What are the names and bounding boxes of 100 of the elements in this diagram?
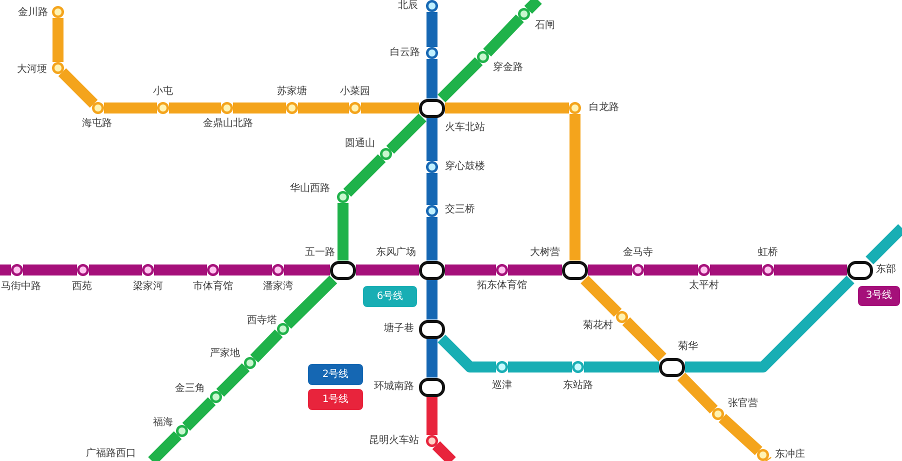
metro-line — [718, 414, 762, 456]
metro-line — [438, 334, 496, 372]
metro-line — [58, 68, 98, 108]
station-dot — [286, 102, 298, 114]
station-name: 拓东体育馆 — [477, 280, 527, 292]
station-name: 巡津 — [492, 380, 512, 392]
interchange-marker — [659, 358, 685, 376]
metro-line — [426, 396, 438, 435]
metro-line — [356, 264, 419, 276]
station-dot — [426, 47, 438, 59]
metro-line — [386, 114, 426, 154]
metro-line — [644, 264, 698, 276]
station-dot — [52, 62, 64, 74]
station-name: 东站路 — [563, 380, 593, 392]
station-name: 严家地 — [210, 348, 240, 360]
metro-line — [154, 264, 207, 276]
metro-line — [508, 362, 572, 372]
station-name: 五一路 — [305, 247, 335, 259]
station-dot — [92, 102, 104, 114]
metro-line — [89, 264, 142, 276]
station-dot — [11, 264, 23, 276]
metro-line — [426, 338, 438, 378]
metro-line — [338, 203, 348, 260]
station-name: 太平村 — [689, 280, 719, 292]
metro-line — [169, 102, 221, 114]
metro-line — [426, 217, 438, 260]
station-name: 华山西路 — [290, 183, 330, 195]
station-dot — [569, 102, 581, 114]
metro-line — [148, 431, 182, 461]
station-name: 圆通山 — [345, 138, 375, 150]
station-dot — [337, 191, 349, 203]
metro-line — [445, 102, 569, 114]
station-name: 环城南路 — [374, 381, 414, 393]
station-dot — [426, 435, 438, 447]
station-dot — [277, 323, 289, 335]
metro-line — [426, 280, 438, 320]
metro-line — [774, 264, 847, 276]
line-badge: 1号线 — [308, 389, 363, 410]
metro-line — [685, 276, 854, 372]
station-name: 北辰 — [398, 0, 418, 12]
station-dot — [142, 264, 154, 276]
station-name: 金川路 — [18, 7, 48, 19]
station-dot — [380, 148, 392, 160]
line-badge: 6号线 — [363, 286, 417, 307]
station-dot — [426, 205, 438, 217]
metro-line — [426, 59, 438, 98]
station-dot — [207, 264, 219, 276]
metro-line — [182, 397, 216, 431]
station-dot — [496, 264, 508, 276]
metro-line — [866, 224, 902, 264]
station-dot — [221, 102, 233, 114]
station-dot — [518, 8, 530, 20]
station-name: 白龙路 — [589, 102, 619, 114]
station-name: 张官营 — [728, 398, 758, 410]
interchange-marker — [847, 260, 873, 280]
station-name: 东部 — [876, 264, 896, 276]
interchange-marker — [419, 320, 445, 338]
station-name: 大树营 — [530, 247, 560, 259]
metro-line — [426, 118, 438, 161]
line-badge: 2号线 — [308, 364, 363, 385]
metro-line — [250, 329, 283, 363]
metro-line — [584, 362, 659, 372]
interchange-marker — [419, 98, 445, 118]
metro-line — [298, 102, 349, 114]
metro-line — [483, 14, 524, 56]
line-badge: 3号线 — [858, 286, 900, 306]
station-dot — [157, 102, 169, 114]
station-dot — [176, 425, 188, 437]
station-name: 梁家河 — [133, 281, 163, 293]
station-name: 虹桥 — [758, 247, 778, 259]
metro-line — [580, 276, 622, 317]
station-name: 菊华 — [678, 341, 698, 353]
metro-line — [361, 102, 419, 114]
metro-line — [622, 317, 666, 362]
metro-line — [438, 57, 483, 102]
interchange-marker — [419, 378, 445, 396]
metro-line — [283, 276, 338, 329]
station-dot — [349, 102, 361, 114]
station-dot — [616, 311, 628, 323]
station-dot — [632, 264, 644, 276]
station-name: 大河埂 — [17, 64, 47, 76]
metro-line — [216, 363, 250, 397]
station-dot — [426, 0, 438, 12]
station-name: 广福路西口 — [86, 448, 136, 460]
metro-line — [0, 264, 11, 276]
station-dot — [757, 449, 769, 461]
station-name: 塘子巷 — [384, 323, 414, 335]
metro-line — [588, 264, 632, 276]
station-dot — [77, 264, 89, 276]
station-name: 白云路 — [390, 47, 420, 59]
interchange-marker — [562, 260, 588, 280]
metro-line — [219, 264, 272, 276]
interchange-marker — [419, 260, 445, 280]
station-name: 金鼎山北路 — [203, 118, 253, 130]
station-name: 昆明火车站 — [369, 435, 419, 447]
station-name: 交三桥 — [445, 204, 475, 216]
metro-line — [710, 264, 762, 276]
metro-line — [445, 264, 496, 276]
station-dot — [210, 391, 222, 403]
station-dot — [698, 264, 710, 276]
